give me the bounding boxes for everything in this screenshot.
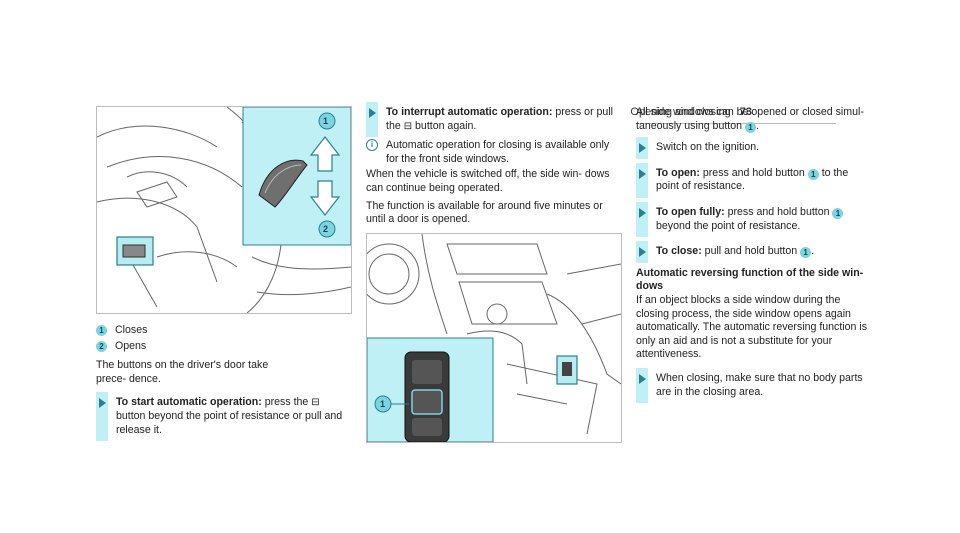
reversing-section-title: Automatic reversing function of the side… [636,266,864,293]
info-note-text: Automatic operation for closing is avail… [386,139,610,165]
step-arrow-icon [639,247,646,258]
step-arrow-icon [639,207,646,218]
step-close: To close: pull and hold button 1. [636,241,872,263]
badge-1: 1 [832,207,844,219]
figure1-callout-1: 1 [323,116,329,126]
step-arrow-icon [639,168,646,179]
all-windows-intro: All side windows can be opened or closed… [636,106,864,133]
header-rule [636,123,836,124]
section-name: Opening and closing [630,106,731,118]
step-open-fully: To open fully: press and hold button 1 b… [636,201,872,238]
figure2-callout-1: 1 [380,399,386,409]
legend-closes-label: Closes [115,324,148,336]
legend-closes: 1 Closes [96,324,350,338]
step-after: beyond the point of resistance. [656,219,801,232]
vehicle-off-text: When the vehicle is switched off, the si… [366,168,610,194]
step-after: . [811,245,815,258]
all-windows-text: All side windows can be opened or closed… [636,106,864,132]
info-icon: i [366,139,378,152]
window-button-icon: ⊟ [403,120,413,132]
step-text: press and hold button [702,166,805,179]
step-title: To open fully: [656,205,725,218]
badge-2: 2 [96,340,107,352]
door-switch-illustration [97,107,351,313]
step-arrow-icon [639,143,646,154]
badge-1: 1 [800,247,812,259]
page-header: Opening and closing 73 [630,106,752,120]
step-body-parts-warning: When closing, make sure that no body par… [636,367,872,404]
function-duration-text: The function is available for around fiv… [366,199,603,226]
info-note: i Automatic operation for closing is ava… [366,139,620,166]
step-interrupt-auto: To interrupt automatic operation: press … [366,101,620,138]
console-switch-figure: 1 [366,233,622,443]
page-number: 73 [739,106,752,118]
step-arrow-icon [369,108,376,118]
step-text: Switch on the ignition. [656,141,760,154]
door-switch-figure: 1 2 [96,106,352,314]
step-text: pull and hold button [704,245,798,258]
step-arrow-icon [639,373,646,384]
console-illustration [367,234,621,442]
step-ignition: Switch on the ignition. [636,137,872,159]
step-title: To start automatic operation: [116,396,262,409]
step-title: To open: [656,166,700,179]
step-text-pre: press the [264,396,309,409]
step-text: press and hold button [727,205,830,218]
step-text: When closing, make sure that no body par… [656,371,863,398]
column-2: To interrupt automatic operation: press … [366,101,620,231]
badge-1: 1 [96,325,107,337]
door-precedence-text: The buttons on the driver's door take pr… [96,359,269,385]
step-text-pre: press or pull the [386,106,614,132]
step-text-post: button again. [415,119,477,132]
step-arrow-icon [99,398,106,409]
step-title: To interrupt automatic operation: [386,106,553,118]
reversing-section-text: If an object blocks a side window during… [636,293,868,361]
step-text-post: button beyond the point of resistance or… [116,409,343,436]
window-button-icon: ⊟ [311,397,320,409]
step-start-auto: To start automatic operation: press the … [96,392,350,441]
badge-1: 1 [807,168,819,180]
figure1-callout-2: 2 [323,224,329,234]
step-open: To open: press and hold button 1 to the … [636,162,872,199]
column-1: 1 Closes 2 Opens The buttons on the driv… [96,324,350,443]
badge-1: 1 [744,121,756,133]
legend-opens: 2 Opens [96,340,350,354]
step-title: To close: [656,245,702,258]
column-3: All side windows can be opened or closed… [636,106,872,405]
legend-opens-label: Opens [115,339,147,352]
step-after: to the point of resistance. [656,166,849,193]
